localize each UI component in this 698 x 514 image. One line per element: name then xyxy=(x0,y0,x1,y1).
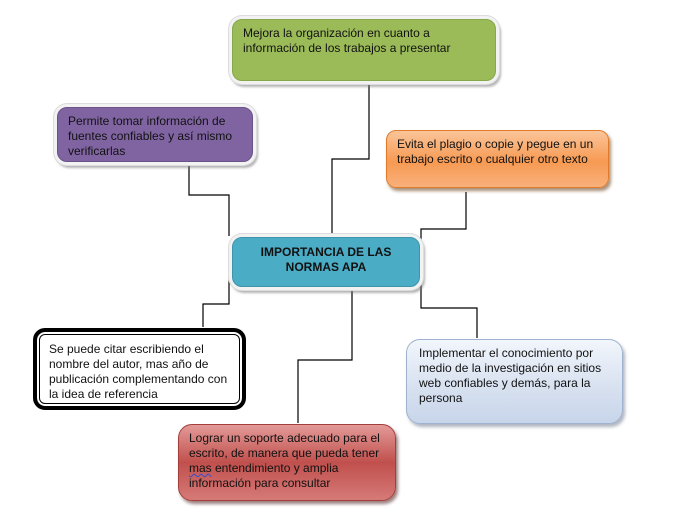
node-reliable-sources-text: Permite tomar información de fuentes con… xyxy=(68,114,233,158)
node-avoid-plagiarism-text: Evita el plagio o copie y pegue en un tr… xyxy=(397,137,594,166)
node-implement-knowledge: Implementar el conocimiento por medio de… xyxy=(406,339,623,424)
node-citation: Se puede citar escribiendo el nombre del… xyxy=(33,328,246,410)
central-topic: IMPORTANCIA DE LAS NORMAS APA xyxy=(232,237,420,287)
text-part: entendimiento y amplia información para … xyxy=(189,461,339,490)
node-organization-text: Mejora la organización en cuanto a infor… xyxy=(243,26,451,55)
connector-reliable-sources xyxy=(188,166,230,236)
connector-avoid-plagiarism xyxy=(420,192,467,264)
node-avoid-plagiarism: Evita el plagio o copie y pegue en un tr… xyxy=(386,130,609,188)
node-organization: Mejora la organización en cuanto a infor… xyxy=(232,19,496,81)
connector-adequate-support xyxy=(297,288,353,423)
connector-implement-knowledge xyxy=(420,264,478,338)
node-reliable-sources: Permite tomar información de fuentes con… xyxy=(57,107,253,162)
central-topic-title: IMPORTANCIA DE LAS NORMAS APA xyxy=(260,245,392,274)
connector-organization xyxy=(331,85,370,236)
text-part: Lograr un soporte adecuado para el escri… xyxy=(189,431,380,460)
node-citation-text: Se puede citar escribiendo el nombre del… xyxy=(49,342,228,401)
spellcheck-flagged-word: mas xyxy=(189,461,212,475)
node-implement-knowledge-text: Implementar el conocimiento por medio de… xyxy=(419,346,602,405)
node-adequate-support: Lograr un soporte adecuado para el escri… xyxy=(178,424,396,501)
node-adequate-support-text: Lograr un soporte adecuado para el escri… xyxy=(189,431,385,491)
connector-citation xyxy=(202,270,230,327)
